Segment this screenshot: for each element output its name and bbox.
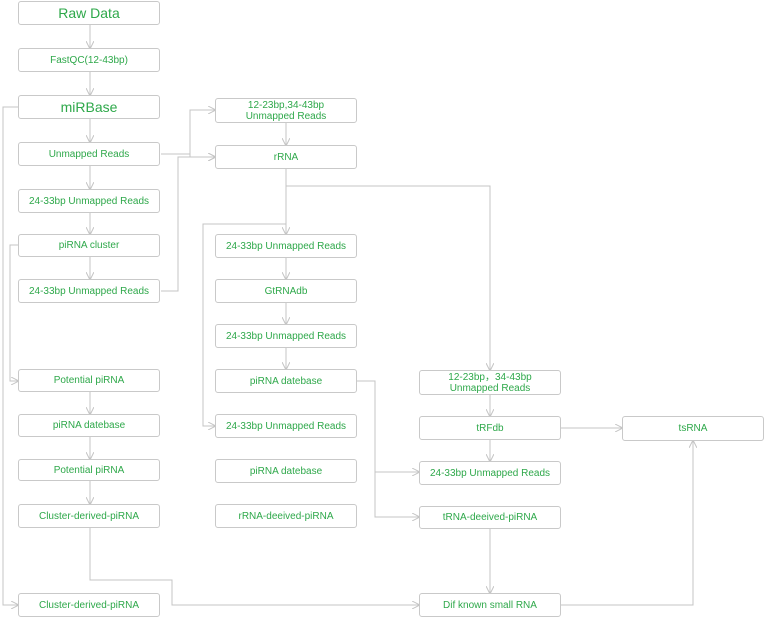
node-label: 24-33bp Unmapped Reads [28,285,150,297]
edge-datebase-b-to-trna [374,472,419,517]
node-24-33-unmapped-c: 24-33bp Unmapped Reads [215,234,357,258]
node-12-23-unmapped-b: 12-23bp，34-43bp Unmapped Reads [419,370,561,395]
node-label: 24-33bp Unmapped Reads [28,195,150,207]
node-label: tsRNA [678,423,708,434]
node-24-33-unmapped-e: 24-33bp Unmapped Reads [215,414,357,438]
node-potential-pirna-b: Potential piRNA [18,459,160,481]
node-label: 24-33bp Unmapped Reads [225,420,347,432]
edge-cluster-a-to-dif [89,528,419,605]
node-pirna-datebase-c: piRNA datebase [215,459,357,483]
node-pirna-cluster: piRNA cluster [18,234,160,257]
node-label: rRNA [273,151,299,163]
node-label: 24-33bp Unmapped Reads [225,330,347,342]
node-24-33-unmapped-d: 24-33bp Unmapped Reads [215,324,357,348]
node-fastqc: FastQC(12-43bp) [18,48,160,72]
node-label-line2: Unmapped Reads [245,110,327,122]
node-raw-data: Raw Data [18,1,160,25]
node-label: piRNA cluster [58,240,120,251]
edge-24-33-b-to-rrna [161,157,215,292]
edge-dif-to-tsrna [561,441,693,606]
node-label: Dif known small RNA [443,599,537,611]
node-label: Unmapped Reads [48,148,130,160]
node-pirna-datebase-b: piRNA datebase [215,369,357,393]
node-label: 24-33bp Unmapped Reads [225,240,347,252]
node-label: miRBase [60,98,118,115]
node-trna-deeived-pirna: tRNA-deeived-piRNA [419,506,561,529]
node-24-33-unmapped-b: 24-33bp Unmapped Reads [18,279,160,303]
node-label: tRNA-deeived-piRNA [442,512,538,523]
node-label: GtRNAdb [264,285,308,297]
node-rrna-deeived-pirna: rRNA-deeived-piRNA [215,504,357,528]
node-24-33-unmapped-a: 24-33bp Unmapped Reads [18,189,160,213]
node-rrna: rRNA [215,145,357,169]
node-label: rRNA-deeived-piRNA [238,510,334,522]
node-label: Cluster-derived-piRNA [38,599,140,611]
node-trfdb: tRFdb [419,416,561,440]
node-label: tRFdb [476,422,504,434]
node-dif-known-small-rna: Dif known small RNA [419,593,561,617]
edge-mirbase-to-cluster-b [2,106,18,605]
node-gtrnadb: GtRNAdb [215,279,357,303]
edge-rrna-to-12-23-b [286,185,490,370]
node-cluster-derived-a: Cluster-derived-piRNA [18,504,160,528]
node-label: Raw Data [58,4,120,21]
node-label: piRNA datebase [249,375,323,387]
node-label-line1: 12-23bp，34-43bp [448,371,532,383]
node-label: FastQC(12-43bp) [50,54,128,66]
node-label-line1: 12-23bp,34-43bp [247,99,325,111]
node-mirbase: miRBase [18,95,160,119]
node-label: Potential piRNA [53,464,125,476]
node-cluster-derived-b: Cluster-derived-piRNA [18,593,160,617]
edge-pirna-cluster-to-potential-a [9,244,18,381]
node-potential-pirna-a: Potential piRNA [18,369,160,392]
edge-rrna-to-24-33-e [202,223,286,426]
node-label: piRNA datebase [249,465,323,477]
node-unmapped-reads: Unmapped Reads [18,142,160,166]
edge-datebase-b-to-24-33-f [357,380,419,472]
node-label: Cluster-derived-piRNA [38,510,140,522]
node-label-line2: Unmapped Reads [449,382,531,394]
node-12-23-unmapped-a: 12-23bp,34-43bp Unmapped Reads [215,98,357,123]
node-label: Potential piRNA [53,375,125,386]
edge-unmapped-to-12-23-a [161,110,215,155]
node-label: piRNA datebase [52,420,126,431]
node-24-33-unmapped-f: 24-33bp Unmapped Reads [419,461,561,485]
node-pirna-datebase-a: piRNA datebase [18,414,160,437]
node-label: 24-33bp Unmapped Reads [429,467,551,479]
node-tsrna: tsRNA [622,416,764,441]
